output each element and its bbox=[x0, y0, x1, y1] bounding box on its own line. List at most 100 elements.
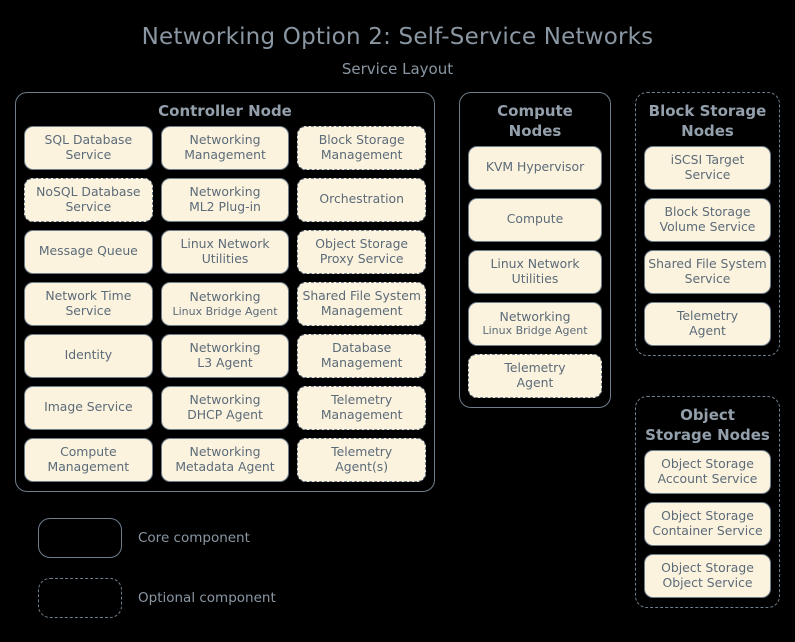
service-box-line2: Volume Service bbox=[659, 218, 756, 234]
legend-optional-label: Optional component bbox=[138, 590, 276, 606]
service-box[interactable]: Orchestration bbox=[297, 177, 427, 222]
service-box-line1: SQL Database bbox=[44, 131, 133, 147]
service-box-line1: Telemetry bbox=[676, 307, 739, 323]
service-box-line1: Object Storage bbox=[661, 507, 754, 523]
service-box-line2: Management bbox=[47, 458, 130, 474]
service-box[interactable]: Image Service bbox=[24, 385, 153, 430]
service-box-line2: Management bbox=[320, 406, 403, 422]
service-box-line1: Compute bbox=[60, 443, 117, 459]
page-title: Networking Option 2: Self-Service Networ… bbox=[141, 24, 654, 50]
service-box-line2: Service bbox=[65, 302, 112, 318]
service-box-line1: Networking bbox=[189, 443, 261, 459]
service-box-line2: Management bbox=[320, 354, 403, 370]
service-box-line1: Networking bbox=[189, 131, 261, 147]
service-box-line2: Service bbox=[65, 198, 112, 214]
service-box[interactable]: KVM Hypervisor bbox=[468, 145, 602, 190]
service-box-line1: NoSQL Database bbox=[36, 183, 141, 199]
service-box-line1: Networking bbox=[189, 391, 261, 407]
service-box-line1: Shared File System bbox=[302, 287, 421, 303]
service-box-line1: Object Storage bbox=[315, 235, 409, 251]
service-box-line1: Orchestration bbox=[319, 191, 404, 207]
service-box-line2: ML2 Plug-in bbox=[189, 198, 261, 214]
service-box-line1: Compute bbox=[506, 211, 564, 227]
service-box-line2: Service bbox=[65, 146, 112, 162]
service-box-line1: Network Time bbox=[45, 287, 132, 303]
service-box-line2: Service bbox=[684, 270, 731, 286]
node-title-line: Storage Nodes bbox=[645, 425, 770, 444]
controller-node-title: Controller Node bbox=[158, 102, 292, 120]
service-box-line1: Networking bbox=[189, 339, 261, 355]
legend-core-label: Core component bbox=[138, 530, 250, 546]
service-box-line1: Telemetry bbox=[504, 359, 566, 375]
service-box-line1: Database bbox=[332, 339, 392, 355]
service-box-line1: Block Storage bbox=[318, 131, 405, 147]
service-box-line2: Proxy Service bbox=[319, 250, 404, 266]
service-box[interactable]: Message Queue bbox=[24, 229, 153, 274]
service-box-line1: KVM Hypervisor bbox=[485, 159, 585, 175]
legend-optional-row: Optional component bbox=[38, 578, 276, 618]
service-box-line2: Management bbox=[320, 302, 403, 318]
service-box-line2: Linux Bridge Agent bbox=[172, 304, 278, 318]
service-box-line2: Object Service bbox=[662, 574, 753, 590]
service-box-line1: Image Service bbox=[44, 399, 133, 415]
node-title-line: Object bbox=[680, 406, 735, 424]
legend-core-row: Core component bbox=[38, 518, 250, 558]
service-box[interactable]: Compute bbox=[468, 197, 602, 242]
service-box-line2: Agent bbox=[689, 322, 726, 338]
service-box-line1: Linux Network bbox=[490, 255, 580, 271]
service-box[interactable]: Identity bbox=[24, 333, 153, 378]
service-box-line1: iSCSI Target bbox=[670, 151, 745, 167]
service-box-line1: Networking bbox=[499, 308, 571, 324]
service-box-line1: Telemetry bbox=[331, 391, 393, 407]
service-box-line2: DHCP Agent bbox=[187, 406, 263, 422]
service-box-line2: Metadata Agent bbox=[175, 458, 275, 474]
service-box-line1: Networking bbox=[189, 288, 261, 304]
legend-core-swatch bbox=[38, 518, 122, 558]
service-box-line2: Account Service bbox=[657, 470, 758, 486]
service-box-line1: Linux Network bbox=[180, 235, 270, 251]
service-box-line1: Telemetry bbox=[331, 443, 393, 459]
service-box-line2: Container Service bbox=[652, 522, 763, 538]
service-box-line2: Utilities bbox=[201, 250, 249, 266]
